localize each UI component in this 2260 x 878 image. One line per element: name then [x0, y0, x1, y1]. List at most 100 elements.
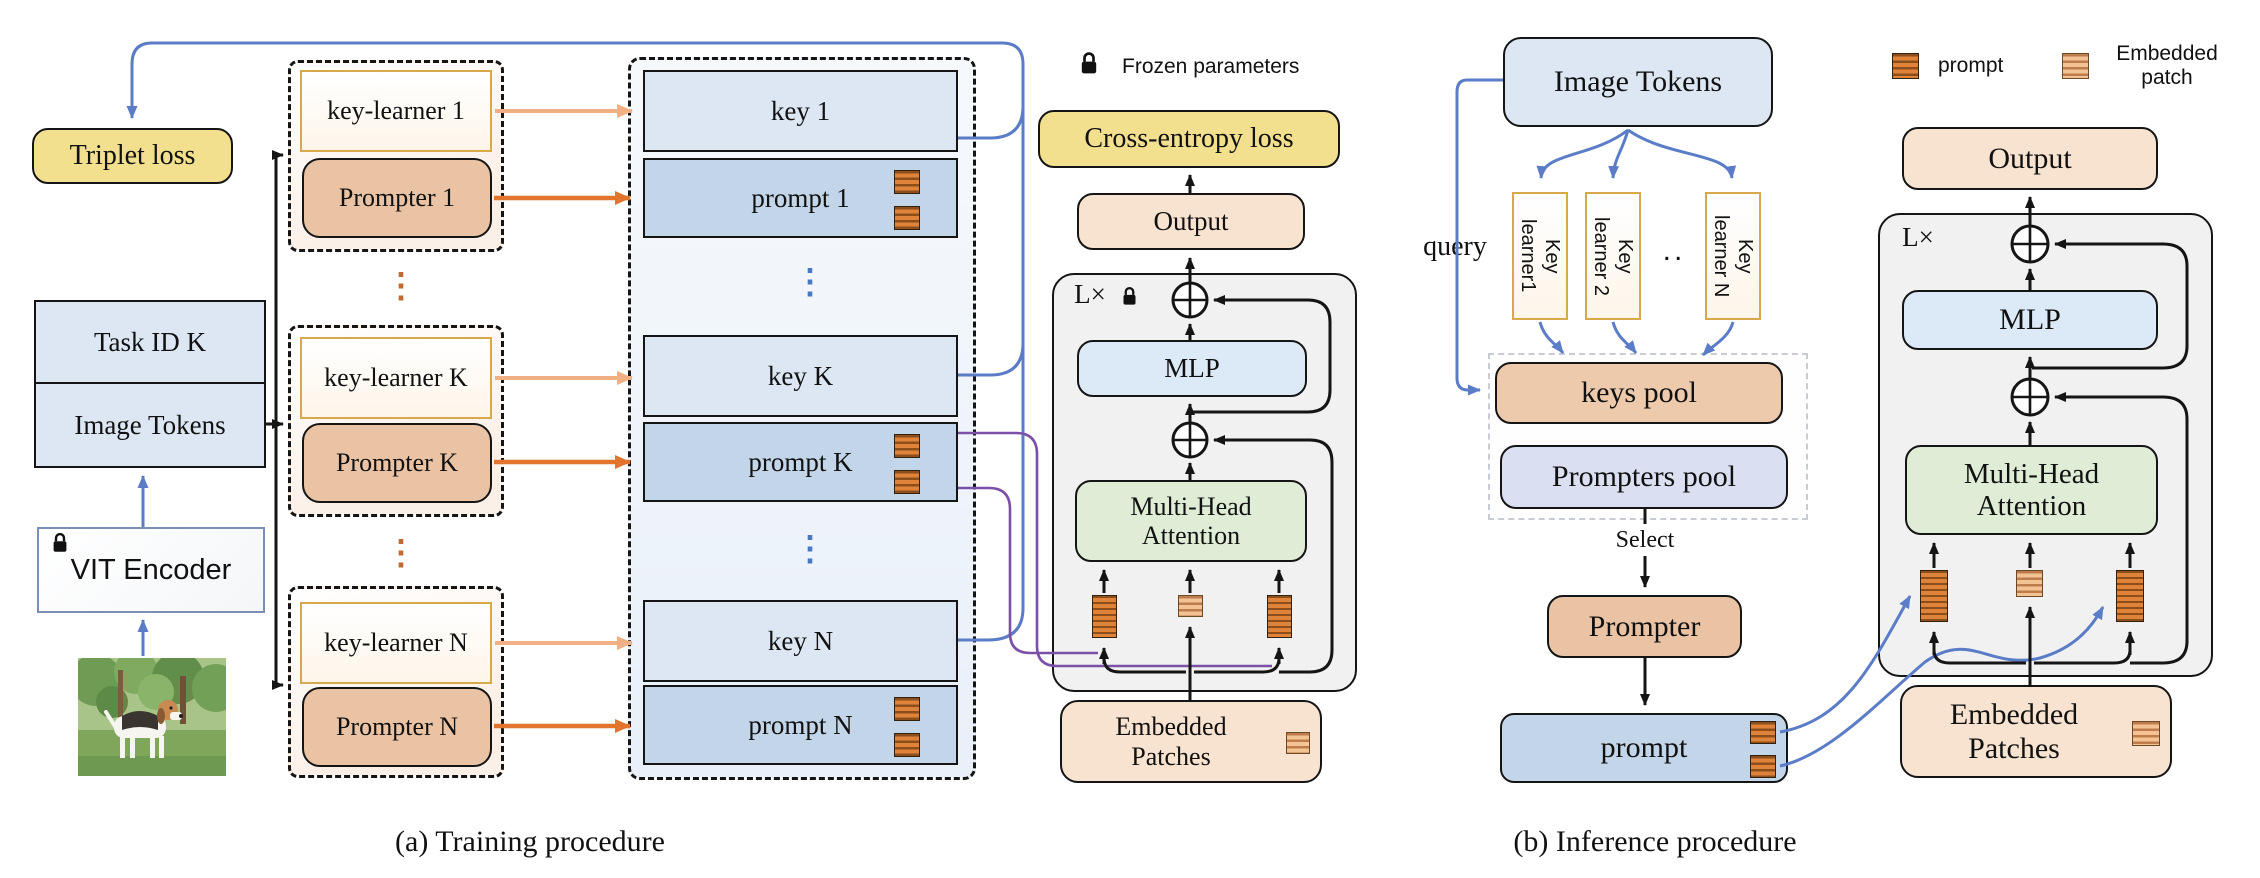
- key-learner-1-label-b: Key learner1: [1517, 219, 1563, 293]
- output-label-b: Output: [1988, 141, 2072, 175]
- query-label: query: [1412, 230, 1498, 264]
- mlp-box-b: MLP: [1902, 290, 2158, 350]
- mlp-label-b: MLP: [1999, 303, 2061, 337]
- prompt-token-icon: [894, 170, 920, 194]
- prompt-1-box: prompt 1: [643, 158, 958, 238]
- key-learner-1-box: key-learner 1: [300, 70, 492, 152]
- key-k-box: key K: [643, 335, 958, 417]
- key-learner-n-box: key-learner N: [300, 602, 492, 684]
- patch-token-icon: [1178, 595, 1203, 617]
- vit-encoder-label: VIT Encoder: [70, 553, 232, 586]
- prompter-n-label: Prompter N: [335, 712, 459, 742]
- prompter-to-prompt-arrows: [494, 191, 631, 733]
- output-box-a: Output: [1077, 193, 1305, 250]
- prompt-token-icon: [894, 434, 920, 458]
- prompt-stack-icon: [2116, 570, 2144, 622]
- key-learner-2-label-b: Key learner 2: [1590, 216, 1636, 296]
- triplet-loss-box: Triplet loss: [32, 128, 233, 184]
- prompt-token-icon: [894, 697, 920, 721]
- mlp-label-a: MLP: [1164, 353, 1220, 384]
- output-label-a: Output: [1153, 206, 1229, 237]
- output-box-b: Output: [1902, 127, 2158, 190]
- prompter-label-b: Prompter: [1588, 609, 1701, 643]
- mha-box-b: Multi-Head Attention: [1905, 445, 2158, 535]
- prompters-pool-box: Prompters pool: [1500, 445, 1788, 509]
- prompt-token-icon: [894, 470, 920, 494]
- legend-patch-label: Embedded patch: [2116, 41, 2218, 89]
- frozen-parameters-label: Frozen parameters: [1122, 54, 1300, 78]
- prompt-box-b: prompt: [1500, 713, 1788, 783]
- vit-encoder-box: VIT Encoder: [37, 527, 265, 613]
- task-id-cell: Task ID K: [36, 302, 264, 385]
- mha-label-b: Multi-Head Attention: [1963, 457, 2100, 522]
- key-1-label: key 1: [770, 95, 831, 126]
- key-n-box: key N: [643, 600, 958, 682]
- image-tokens-box-b: Image Tokens: [1503, 37, 1773, 127]
- image-tokens-cell: Image Tokens: [36, 384, 264, 466]
- pool-ellipsis-2: ⋮: [793, 531, 827, 568]
- embedded-patches-label-a: Embedded Patches: [1115, 712, 1227, 771]
- prompt-label-b: prompt: [1600, 731, 1688, 765]
- select-label: Select: [1615, 527, 1675, 554]
- prompter-1-box: Prompter 1: [302, 158, 492, 238]
- prompt-k-label: prompt K: [748, 446, 853, 477]
- image-tokens-label-b: Image Tokens: [1553, 65, 1723, 99]
- prompt-1-label: prompt 1: [751, 182, 850, 213]
- key-learner-n-label: key-learner N: [324, 628, 468, 658]
- pool-ellipsis-1: ⋮: [793, 264, 827, 301]
- prompter-n-box: Prompter N: [302, 687, 492, 767]
- patch-token-icon: [2016, 570, 2043, 597]
- dog-art: [104, 700, 183, 758]
- prompt-token-icon: [1750, 755, 1776, 778]
- prompters-pool-label: Prompters pool: [1551, 460, 1737, 494]
- caption-a: (a) Training procedure: [395, 824, 665, 858]
- mlp-box-a: MLP: [1077, 340, 1307, 397]
- legend-prompt-icon: [1892, 53, 1919, 79]
- key-learner-n-box-b: Key learner N: [1705, 192, 1761, 320]
- task-id-label: Task ID K: [93, 326, 207, 357]
- patch-token-icon: [1286, 732, 1310, 754]
- key-learner-k-box: key-learner K: [300, 337, 492, 419]
- prompter-k-box: Prompter K: [302, 423, 492, 503]
- key-1-box: key 1: [643, 70, 958, 152]
- prompt-n-box: prompt N: [643, 685, 958, 765]
- mha-box-a: Multi-Head Attention: [1075, 480, 1307, 562]
- layers-label-a: L×: [1074, 279, 1106, 310]
- layers-label-b: L×: [1902, 222, 1934, 253]
- prompt-token-icon: [894, 206, 920, 230]
- keys-pool-box: keys pool: [1495, 362, 1783, 424]
- task-image-stack: Task ID K Image Tokens: [34, 300, 266, 468]
- prompt-stack-icon: [1267, 595, 1292, 638]
- key-k-label: key K: [767, 360, 834, 391]
- image-tokens-label: Image Tokens: [74, 409, 226, 440]
- cross-entropy-loss-box: Cross-entropy loss: [1038, 110, 1340, 168]
- prompter-box-b: Prompter: [1547, 595, 1742, 658]
- prompt-n-label: prompt N: [748, 709, 853, 740]
- embedded-patches-box-a: Embedded Patches: [1060, 700, 1322, 783]
- prompter-k-label: Prompter K: [335, 448, 459, 478]
- keys-pool-label: keys pool: [1581, 376, 1697, 410]
- group-ellipsis-2: ⋮: [384, 535, 418, 572]
- learner-dots-label: ..: [1662, 233, 1686, 267]
- key-learner-1-box-b: Key learner1: [1512, 192, 1568, 320]
- learner-to-key-arrows: [495, 104, 633, 650]
- prompt-k-box: prompt K: [643, 422, 958, 502]
- group-ellipsis-1: ⋮: [384, 268, 418, 305]
- lock-icon: [53, 532, 67, 552]
- prompt-stack-icon: [1920, 570, 1948, 622]
- dog-photo: [78, 658, 226, 776]
- embedded-patches-label-b: Embedded Patches: [1949, 697, 2079, 765]
- block-lock-icon: [1123, 287, 1136, 305]
- patch-token-icon: [2132, 721, 2160, 746]
- dog-photo-art: [78, 658, 226, 776]
- key-learner-1-label: key-learner 1: [327, 96, 465, 126]
- embedded-patches-box-b: Embedded Patches: [1900, 685, 2172, 778]
- legend-patch-icon: [2062, 53, 2089, 79]
- key-learner-n-label-b: Key learner N: [1710, 214, 1756, 298]
- key-learner-2-box-b: Key learner 2: [1585, 192, 1641, 320]
- triplet-loss-label: Triplet loss: [69, 140, 196, 172]
- image-tokens-fanout: [266, 150, 284, 690]
- cross-entropy-loss-label: Cross-entropy loss: [1084, 123, 1294, 155]
- prompter-1-label: Prompter 1: [338, 183, 456, 213]
- key-learner-k-label: key-learner K: [324, 363, 468, 393]
